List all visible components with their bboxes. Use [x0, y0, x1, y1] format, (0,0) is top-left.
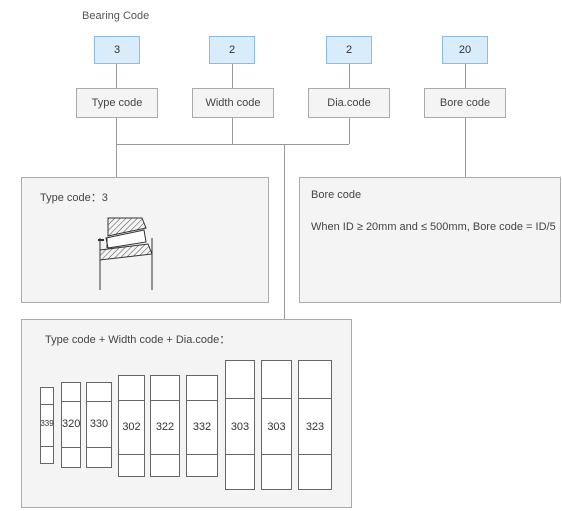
type-code-panel: Type code：3	[21, 177, 269, 303]
connector-line	[349, 118, 350, 144]
type-code-box: Type code	[76, 88, 158, 118]
bore-code-rule: When ID ≥ 20mm and ≤ 500mm, Bore code = …	[311, 221, 556, 233]
width-digit-box: 2	[209, 36, 255, 64]
connector-line	[465, 64, 466, 88]
series-box-322: 322	[150, 375, 180, 477]
series-box-339: 339	[40, 387, 54, 464]
connector-line	[349, 64, 350, 88]
connector-line	[465, 118, 466, 177]
series-box-320: 320	[61, 382, 81, 468]
bore-code-box: Bore code	[424, 88, 506, 118]
connector-line	[116, 64, 117, 88]
diagram-title: Bearing Code	[82, 10, 150, 22]
connector-line	[232, 64, 233, 88]
connector-line	[116, 118, 117, 177]
bore-code-panel: Bore code When ID ≥ 20mm and ≤ 500mm, Bo…	[299, 177, 561, 303]
series-box-332: 332	[186, 375, 218, 477]
connector-line	[284, 144, 285, 319]
type-digit-box: 3	[94, 36, 140, 64]
series-box-323: 323	[298, 360, 332, 490]
connector-bar	[116, 144, 349, 145]
dia-code-box: Dia.code	[308, 88, 390, 118]
bore-code-label: Bore code	[311, 189, 362, 201]
connector-line	[232, 118, 233, 144]
series-panel: Type code + Width code + Dia.code： 339 3…	[21, 319, 352, 508]
bore-digit-box: 20	[442, 36, 488, 64]
series-box-302: 302	[118, 375, 145, 477]
series-box-330: 330	[86, 382, 112, 468]
tapered-bearing-icon	[98, 217, 153, 290]
dia-digit-box: 2	[326, 36, 372, 64]
series-box-303: 303	[225, 360, 255, 490]
width-code-box: Width code	[192, 88, 274, 118]
type-code-label: Type code：3	[40, 192, 108, 204]
series-label: Type code + Width code + Dia.code：	[45, 334, 231, 346]
series-box-303b: 303	[261, 360, 292, 490]
